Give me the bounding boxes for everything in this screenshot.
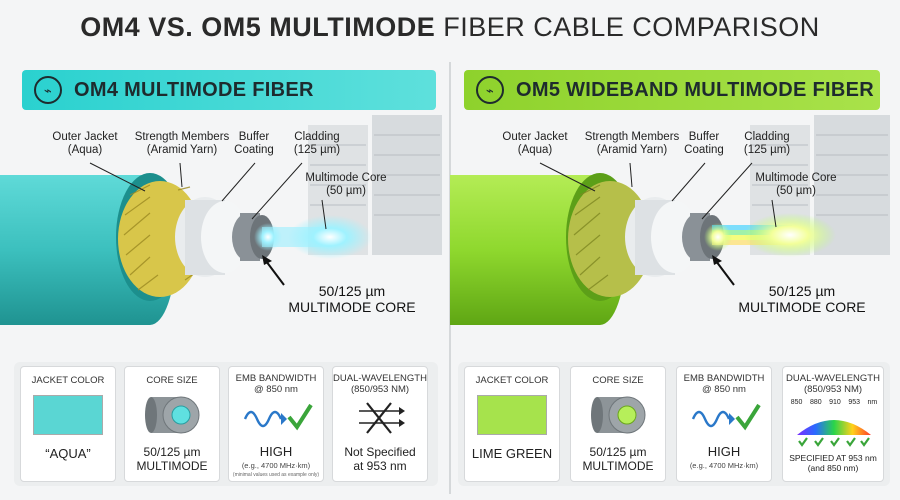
label-cladding: Cladding (125 µm): [293, 131, 341, 156]
om4-banner: ⌁ OM4 MULTIMODE FIBER: [22, 70, 436, 110]
card-value: Not Specified at 953 nm: [344, 445, 416, 473]
card-head: EMB BANDWIDTH @ 850 nm: [683, 373, 765, 395]
om5-cable-diagram: [450, 162, 836, 325]
wavelength-850: 850: [790, 399, 803, 406]
card-head: CORE SIZE: [146, 375, 198, 386]
page-title: OM4 VS. OM5 MULTIMODE FIBER CABLE COMPAR…: [0, 12, 900, 43]
card-dual-wavelength: DUAL-WAVELENGTH (850/953 NM) Not Specifi…: [332, 366, 428, 482]
crossed-arrows-icon: [359, 402, 405, 434]
card-core-size: CORE SIZE 50/125 µm MULTIMODE: [570, 366, 666, 482]
card-sub: (e.g., 4700 MHz·km): [689, 461, 759, 470]
fiber-cross-section-icon: [591, 396, 646, 434]
label-buffer-coating: Buffer Coating: [234, 131, 274, 156]
om5-panel: ⌁ OM5 WIDEBAND MULTIMODE FIBER: [450, 0, 900, 500]
om4-panel: ⌁ OM4 MULTIMODE FIBER: [0, 70, 442, 486]
strength-members: [118, 181, 202, 297]
title-rest: FIBER CABLE COMPARISON: [443, 12, 820, 42]
label-strength-members: Strength Members (Aramid Yarn): [584, 131, 680, 156]
server-rack-background: [308, 115, 442, 255]
om5-banner: ⌁ OM5 WIDEBAND MULTIMODE FIBER: [464, 70, 880, 110]
strength-members: [568, 181, 652, 297]
card-value: “AQUA”: [45, 446, 91, 461]
card-value: HIGH: [707, 444, 741, 459]
jacket-color-swatch: [477, 395, 547, 435]
om4-cable-diagram: [0, 162, 372, 325]
card-value: HIGH: [259, 444, 293, 459]
card-value: 50/125 µm MULTIMODE: [136, 445, 208, 473]
wavelength-unit: nm: [867, 399, 878, 406]
card-head: DUAL-WAVELENGTH (850/953 NM): [333, 373, 427, 395]
card-value: 50/125 µm MULTIMODE: [582, 445, 654, 473]
card-sub: (e.g., 4700 MHz·km): [241, 461, 311, 470]
card-head: CORE SIZE: [592, 375, 644, 386]
card-value: LIME GREEN: [471, 446, 553, 461]
label-buffer-coating: Buffer Coating: [684, 131, 724, 156]
om5-banner-title: OM5 WIDEBAND MULTIMODE FIBER: [516, 78, 875, 101]
card-dual-wavelength: DUAL-WAVELENGTH (850/953 NM) 850 880 910…: [782, 366, 884, 482]
om4-spec-cards: JACKET COLOR “AQUA” CORE SIZE 50/125 µm …: [14, 362, 438, 486]
card-core-size: CORE SIZE 50/125 µm MULTIMODE: [124, 366, 220, 482]
fiber-cable-icon: ⌁: [476, 76, 504, 104]
card-note: (minimal values used as example only): [232, 472, 320, 478]
card-jacket-color: JACKET COLOR LIME GREEN: [464, 366, 560, 482]
label-outer-jacket: Outer Jacket (Aqua): [502, 131, 568, 156]
card-head: JACKET COLOR: [475, 375, 549, 386]
card-head: EMB BANDWIDTH @ 850 nm: [235, 373, 317, 395]
core-callout: 50/125 µm MULTIMODE CORE: [288, 283, 416, 315]
label-strength-members: Strength Members (Aramid Yarn): [134, 131, 230, 156]
wave-check-icon: [691, 403, 761, 431]
core-callout: 50/125 µm MULTIMODE CORE: [738, 283, 866, 315]
wavelength-ticks: 850 880 910 953 nm: [787, 399, 881, 406]
label-multimode-core: Multimode Core (50 µm): [305, 172, 387, 197]
fiber-cable-icon: ⌁: [34, 76, 62, 104]
card-jacket-color: JACKET COLOR “AQUA”: [20, 366, 116, 482]
wave-check-icon: [243, 403, 313, 431]
om5-spec-cards: JACKET COLOR LIME GREEN CORE SIZE 50/125…: [458, 362, 890, 486]
card-value: SPECIFIED AT 953 nm (and 850 nm): [789, 453, 877, 473]
card-emb-bandwidth: EMB BANDWIDTH @ 850 nm HIGH (e.g., 4700 …: [676, 366, 772, 482]
label-multimode-core: Multimode Core (50 µm): [755, 172, 837, 197]
wavelength-910: 910: [829, 399, 841, 406]
card-emb-bandwidth: EMB BANDWIDTH @ 850 nm HIGH (e.g., 4700 …: [228, 366, 324, 482]
title-bold: OM4 VS. OM5 MULTIMODE: [80, 12, 436, 42]
wavelength-880: 880: [809, 399, 822, 406]
spectrum-check-icon: [797, 420, 871, 447]
card-head: DUAL-WAVELENGTH (850/953 NM): [786, 373, 880, 395]
label-outer-jacket: Outer Jacket (Aqua): [52, 131, 118, 156]
fiber-cross-section-icon: [145, 396, 200, 434]
wavelength-953: 953: [848, 399, 860, 406]
jacket-color-swatch: [33, 395, 103, 435]
label-cladding: Cladding (125 µm): [743, 131, 791, 156]
card-head: JACKET COLOR: [31, 375, 105, 386]
om4-banner-title: OM4 MULTIMODE FIBER: [74, 78, 314, 101]
